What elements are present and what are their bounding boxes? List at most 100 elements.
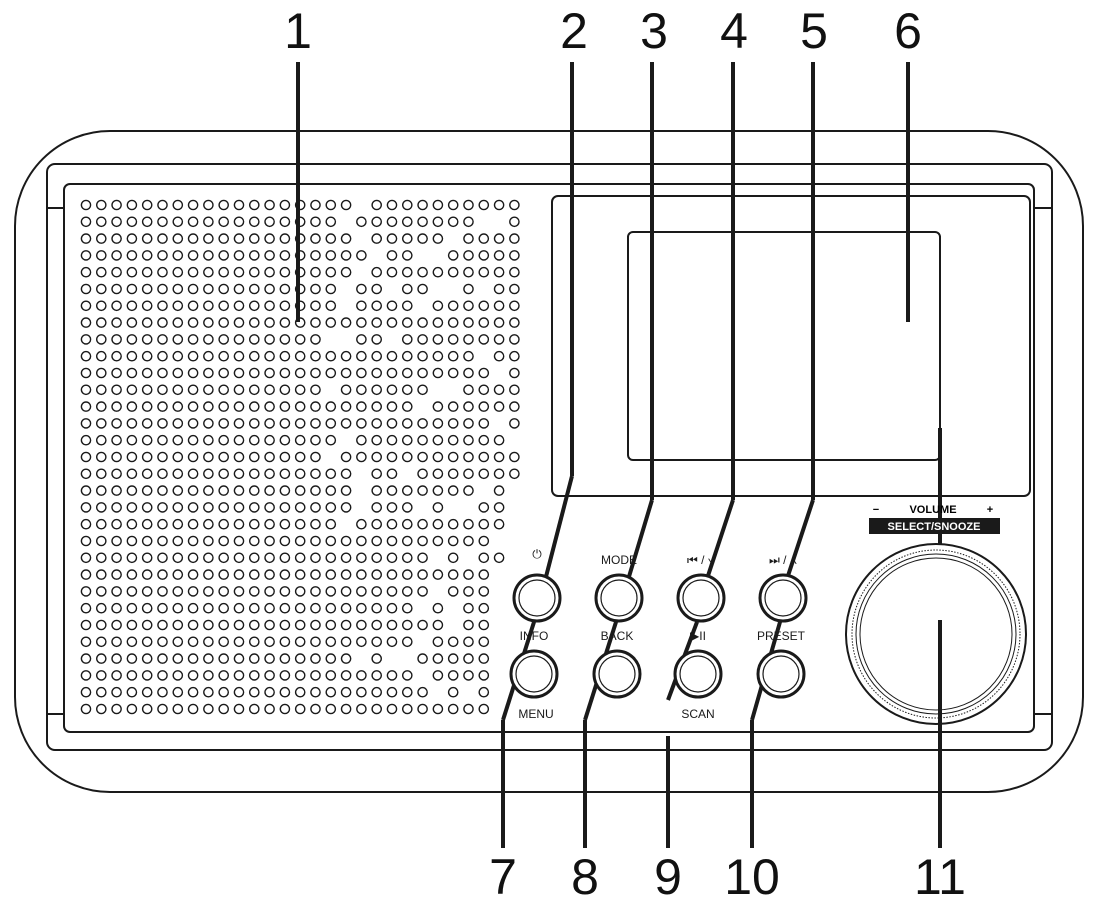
grille-hole [264, 518, 275, 530]
grille-hole [371, 518, 383, 530]
grille-hole [401, 636, 413, 648]
grille-hole [233, 384, 245, 396]
back-button[interactable] [592, 649, 642, 699]
next-up-button[interactable] [758, 573, 808, 623]
right-side-tab [1033, 207, 1053, 715]
power-button[interactable] [512, 573, 562, 623]
grille-hole [371, 367, 383, 379]
grille-hole [218, 199, 229, 211]
mode-button[interactable] [594, 573, 644, 623]
grille-hole [447, 535, 459, 547]
grille-hole [80, 518, 92, 530]
grille-hole [96, 199, 107, 211]
grille-hole [203, 686, 214, 698]
grille-hole [96, 216, 107, 228]
grille-hole [493, 502, 505, 513]
grille-hole [157, 468, 168, 480]
grille-hole [356, 367, 367, 379]
grille-hole [279, 670, 291, 681]
grille-hole [172, 703, 184, 715]
grille-hole [447, 686, 459, 698]
grille-hole [157, 384, 168, 396]
grille-hole [111, 401, 122, 412]
grille-hole [111, 653, 122, 664]
info-menu-button[interactable] [509, 649, 559, 699]
grille-hole [126, 199, 138, 211]
grille-hole [432, 199, 444, 211]
grille-hole [386, 703, 398, 715]
grille-hole [264, 468, 275, 480]
grille-hole [432, 468, 444, 480]
grille-hole [203, 250, 214, 261]
grille-hole [447, 569, 459, 580]
grille-hole [172, 401, 184, 412]
prev-down-button[interactable] [676, 573, 726, 623]
grille-hole [96, 418, 107, 429]
grille-hole [356, 569, 367, 580]
grille-hole [417, 485, 428, 496]
grille-hole [417, 199, 428, 211]
grille-hole [80, 653, 92, 664]
volume-select-knob[interactable] [845, 543, 1027, 725]
grille-hole [325, 350, 337, 362]
grille-hole [187, 216, 199, 228]
grille-hole [463, 350, 474, 362]
grille-hole [340, 653, 352, 664]
grille-hole [264, 703, 275, 715]
grille-hole [218, 283, 229, 295]
grille-hole [478, 434, 490, 446]
grille-hole [386, 233, 398, 244]
display-bezel [551, 195, 1031, 497]
grille-hole [141, 418, 153, 429]
callout-1: 1 [284, 3, 312, 59]
grille-hole [172, 216, 184, 228]
grille-hole [417, 384, 428, 396]
grille-hole [294, 535, 306, 547]
grille-hole [218, 552, 229, 564]
grille-hole [187, 317, 199, 328]
play-pause-scan-button[interactable] [673, 649, 723, 699]
grille-hole [401, 401, 413, 412]
grille-hole [279, 216, 291, 228]
grille-hole [340, 250, 352, 261]
grille-hole [111, 686, 122, 698]
grille-hole [203, 334, 214, 345]
grille-hole [111, 502, 122, 513]
grille-hole [80, 619, 92, 631]
grille-hole [111, 619, 122, 631]
grille-hole [478, 401, 490, 412]
grille-hole [463, 434, 474, 446]
grille-hole [386, 485, 398, 496]
grille-hole [417, 468, 428, 480]
grille-hole [96, 636, 107, 648]
grille-hole [478, 703, 490, 715]
grille-hole [493, 250, 505, 261]
grille-hole [447, 703, 459, 715]
grille-hole [96, 569, 107, 580]
grille-hole [325, 401, 337, 412]
grille-hole [218, 636, 229, 648]
grille-hole [371, 670, 383, 681]
grille-hole [325, 619, 337, 631]
grille-hole [463, 300, 474, 312]
grille-hole [356, 317, 367, 328]
grille-hole [248, 569, 260, 580]
grille-hole [203, 216, 214, 228]
grille-hole [294, 518, 306, 530]
grille-hole [141, 199, 153, 211]
grille-hole [386, 586, 398, 597]
grille-hole [187, 367, 199, 379]
grille-hole [126, 586, 138, 597]
grille-hole [248, 535, 260, 547]
grille-hole [203, 266, 214, 278]
grille-hole [325, 266, 337, 278]
grille-hole [325, 485, 337, 496]
grille-hole [111, 535, 122, 547]
grille-hole [111, 602, 122, 614]
grille-hole [157, 317, 168, 328]
grille-hole [187, 703, 199, 715]
grille-hole [371, 317, 383, 328]
preset-button[interactable] [756, 649, 806, 699]
grille-hole [417, 317, 428, 328]
grille-hole [340, 367, 352, 379]
